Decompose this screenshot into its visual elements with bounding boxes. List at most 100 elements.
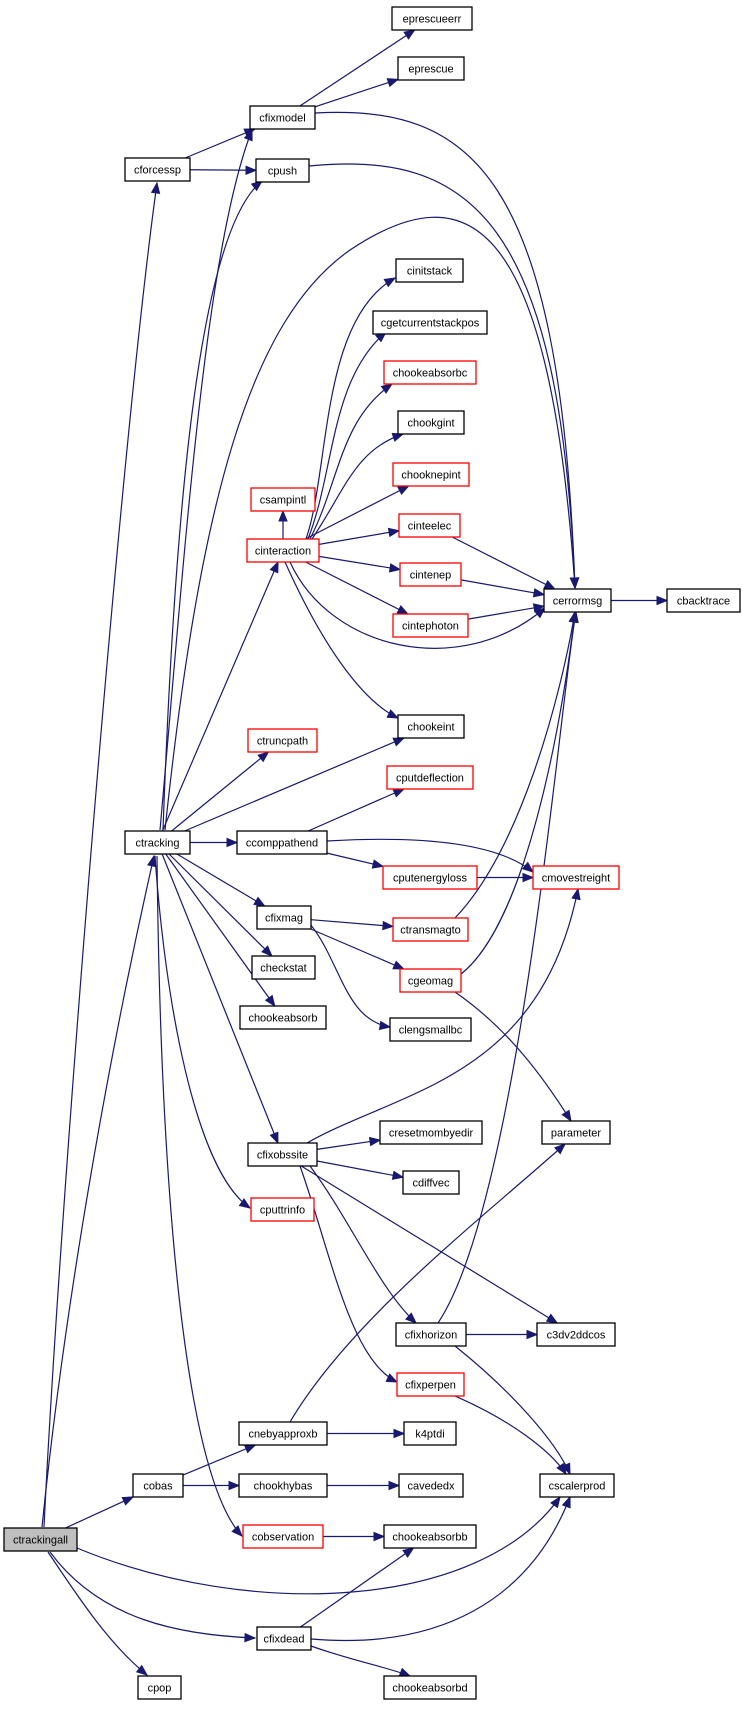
node-cforcessp[interactable]: cforcessp <box>124 157 191 182</box>
node-box <box>255 158 310 183</box>
node-box <box>386 765 474 790</box>
node-cintenep[interactable]: cintenep <box>399 562 462 587</box>
node-cobservation[interactable]: cobservation <box>242 1524 324 1549</box>
node-cbacktrace[interactable]: cbacktrace <box>666 588 741 613</box>
edge-arrowhead <box>243 1444 257 1454</box>
node-cinitstack[interactable]: cinitstack <box>395 258 464 283</box>
edge-arrowhead <box>569 577 580 590</box>
node-box <box>403 1421 457 1446</box>
node-label: cpop <box>148 1683 172 1695</box>
node-cputtrinfo[interactable]: cputtrinfo <box>250 1197 315 1222</box>
node-eprescueerr[interactable]: eprescueerr <box>391 6 473 31</box>
node-cavededx[interactable]: cavededx <box>398 1473 464 1498</box>
node-cfixdead[interactable]: cfixdead <box>256 1626 312 1651</box>
edge-cintenep-to-cerrormsg <box>460 579 546 598</box>
node-eprescue[interactable]: eprescue <box>397 56 465 81</box>
edge-ctracking-to-ctruncpath <box>171 751 270 832</box>
node-chooknepint[interactable]: chooknepint <box>392 462 470 487</box>
node-label: eprescueerr <box>403 14 462 26</box>
node-cmovestreight[interactable]: cmovestreight <box>532 865 620 890</box>
node-cerrormsg[interactable]: cerrormsg <box>543 588 612 613</box>
node-chookhybas[interactable]: chookhybas <box>238 1473 328 1498</box>
edge-arrowhead <box>532 588 546 598</box>
node-box <box>392 462 470 487</box>
node-ctransmagto[interactable]: ctransmagto <box>392 917 469 942</box>
node-cgetcurrentstackpos[interactable]: cgetcurrentstackpos <box>372 310 488 335</box>
edge-cfixdead-to-chookeabsorbb <box>300 1547 415 1628</box>
node-cscalerprod[interactable]: cscalerprod <box>539 1473 615 1498</box>
edge-line <box>454 611 576 919</box>
node-box <box>395 258 464 283</box>
node-cfixhorizon[interactable]: cfixhorizon <box>395 1322 467 1347</box>
edge-arrowhead <box>244 1632 257 1643</box>
edge-line <box>305 561 409 615</box>
node-k4ptdi[interactable]: k4ptdi <box>403 1421 457 1446</box>
node-label: cforcessp <box>134 165 181 177</box>
node-box <box>398 1473 464 1498</box>
edge-cfixhorizon-to-c3dv2ddcos <box>466 1329 539 1340</box>
edge-arrowhead <box>371 859 385 869</box>
node-cfixperpen[interactable]: cfixperpen <box>396 1372 465 1397</box>
node-cpush[interactable]: cpush <box>255 158 310 183</box>
node-chookeabsorbd[interactable]: chookeabsorbd <box>383 1675 477 1700</box>
node-chookgint[interactable]: chookgint <box>397 410 465 435</box>
node-cnebyapproxb[interactable]: cnebyapproxb <box>238 1421 328 1446</box>
node-ctruncpath[interactable]: ctruncpath <box>247 728 318 753</box>
edge-arrowhead <box>388 1480 401 1491</box>
node-cfixmodel[interactable]: cfixmodel <box>249 105 316 130</box>
node-chookeabsorbb[interactable]: chookeabsorbb <box>383 1524 477 1549</box>
edge-line <box>451 536 556 590</box>
edge-line <box>47 1551 148 1676</box>
edge-ctracking-to-ccomppathend <box>190 837 239 848</box>
node-clengsmallbc[interactable]: clengsmallbc <box>389 1017 472 1042</box>
edge-arrowhead <box>545 1313 559 1324</box>
edge-line <box>460 611 576 975</box>
edge-ctrackingall-to-cforcessp <box>43 181 161 1528</box>
node-cgeomag[interactable]: cgeomag <box>399 968 462 993</box>
node-label: cinitstack <box>407 266 453 278</box>
edge-ccomppathend-to-cmovestreight <box>326 838 535 873</box>
node-label: cinteraction <box>255 546 311 558</box>
node-cintephoton[interactable]: cintephoton <box>392 613 469 638</box>
node-ctrackingall[interactable]: ctrackingall <box>3 1527 78 1552</box>
node-cdiffvec[interactable]: cdiffvec <box>402 1170 460 1195</box>
node-chookeabsorb[interactable]: chookeabsorb <box>239 1005 327 1030</box>
node-box <box>256 1626 312 1651</box>
edge-ctracking-to-cputtrinfo <box>154 855 252 1209</box>
node-cputenergyloss[interactable]: cputenergyloss <box>382 865 478 890</box>
node-cfixobssite[interactable]: cfixobssite <box>247 1142 318 1167</box>
node-cresetmombyedir[interactable]: cresetmombyedir <box>379 1120 483 1145</box>
edge-line <box>168 853 273 957</box>
edge-ctrackingall-to-cfixdead <box>49 1551 257 1643</box>
node-ctracking[interactable]: ctracking <box>124 830 191 855</box>
node-cfixmag[interactable]: cfixmag <box>256 905 312 930</box>
node-box <box>238 1473 328 1498</box>
node-cobas[interactable]: cobas <box>132 1473 184 1498</box>
node-chookeabsorbc[interactable]: chookeabsorbc <box>383 360 477 385</box>
node-ccomppathend[interactable]: ccomppathend <box>236 830 328 855</box>
edge-line <box>309 1165 417 1324</box>
node-checkstat[interactable]: checkstat <box>251 955 316 980</box>
node-label: cobservation <box>252 1532 314 1544</box>
edge-line <box>454 1345 571 1475</box>
node-c3dv2ddcos[interactable]: c3dv2ddcos <box>536 1322 616 1347</box>
node-box <box>402 1170 460 1195</box>
node-csampintl[interactable]: csampintl <box>250 487 316 512</box>
node-cputdeflection[interactable]: cputdeflection <box>386 765 474 790</box>
node-parameter[interactable]: parameter <box>541 1120 611 1145</box>
node-cinteraction[interactable]: cinteraction <box>246 538 320 563</box>
node-cinteelec[interactable]: cinteelec <box>398 513 461 538</box>
edge-cinteraction-to-chookeabsorbc <box>309 383 394 540</box>
edge-arrowhead <box>392 960 405 970</box>
edge-arrowhead <box>269 1131 279 1145</box>
edge-arrowhead <box>392 737 406 747</box>
edge-line <box>165 853 276 1007</box>
edge-arrowhead <box>385 1373 399 1383</box>
node-cpop[interactable]: cpop <box>137 1675 182 1700</box>
edge-cnebyapproxb-to-k4ptdi <box>327 1428 406 1439</box>
edge-line <box>326 838 534 873</box>
node-label: cfixmag <box>265 913 303 925</box>
nodes-layer: ctrackingall cforcessp cfixmodel eprescueer… <box>3 6 741 1700</box>
node-box <box>246 538 320 563</box>
node-chookeint[interactable]: chookeint <box>397 714 465 739</box>
